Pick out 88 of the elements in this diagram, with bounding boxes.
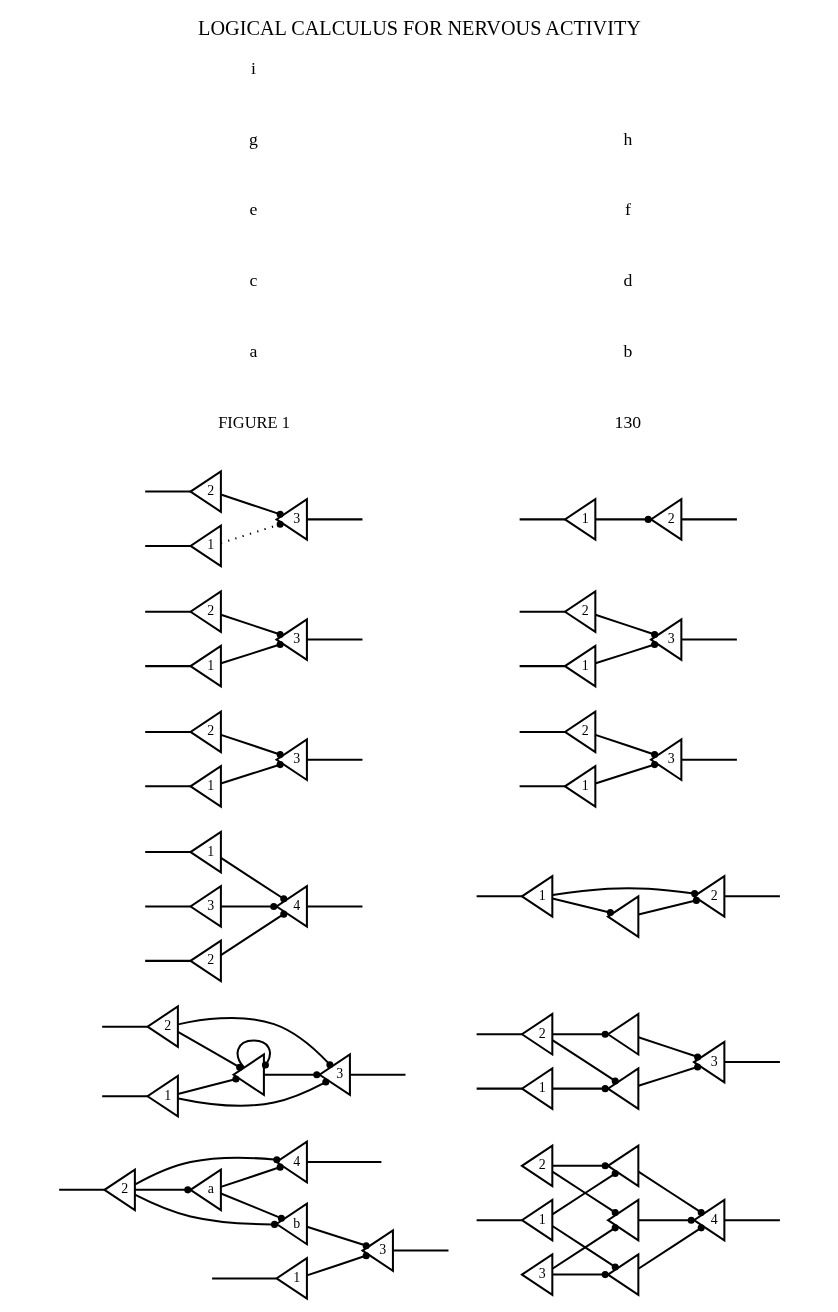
- connector: [724, 895, 780, 898]
- connector: [134, 1156, 280, 1186]
- connector: [594, 761, 658, 785]
- connector: [220, 761, 284, 785]
- connector: [219, 857, 287, 903]
- connector: [220, 1192, 285, 1222]
- connector: [637, 1224, 705, 1270]
- connector: [552, 887, 698, 898]
- connector: [144, 544, 190, 547]
- connector: [133, 1193, 278, 1228]
- connector: [680, 518, 737, 521]
- label: h: [622, 128, 632, 149]
- connector: [476, 1087, 522, 1090]
- connector: [263, 1071, 320, 1079]
- connector: [177, 1078, 329, 1107]
- connector: [519, 730, 565, 733]
- connector: [220, 902, 277, 910]
- label: e: [249, 199, 257, 220]
- connector: [551, 1085, 609, 1093]
- connector: [594, 640, 658, 665]
- connector: [219, 910, 287, 956]
- connector: [306, 1225, 370, 1250]
- connector: [144, 851, 190, 854]
- connector: [220, 520, 284, 545]
- connector: [476, 1033, 522, 1036]
- connector: [551, 1039, 619, 1085]
- node-triangle: [605, 1198, 639, 1243]
- connector: [551, 1030, 609, 1038]
- connector: [594, 613, 658, 638]
- connector: [637, 896, 700, 916]
- connector: [392, 1249, 448, 1252]
- connector: [101, 1025, 147, 1028]
- connector: [306, 1252, 370, 1277]
- diagram-title: LOGICAL CALCULUS FOR NERVOUS ACTIVITY: [197, 16, 641, 39]
- connector: [306, 518, 362, 521]
- connector: [236, 1039, 271, 1069]
- connector: [306, 1161, 381, 1163]
- label: c: [249, 270, 257, 291]
- caption: FIGURE 1: [217, 412, 290, 432]
- label: d: [622, 270, 632, 291]
- connector: [220, 733, 284, 759]
- connector: [551, 1271, 609, 1279]
- connector: [101, 1095, 147, 1098]
- label: g: [248, 128, 258, 149]
- connector: [594, 515, 652, 523]
- connector: [724, 1219, 780, 1222]
- connector: [220, 493, 284, 518]
- connector: [349, 1073, 405, 1076]
- connector: [58, 1188, 104, 1191]
- connector: [306, 758, 362, 761]
- connector: [476, 895, 522, 898]
- connector: [134, 1186, 191, 1194]
- label: f: [624, 199, 631, 220]
- connector: [519, 518, 565, 521]
- connector: [519, 610, 565, 613]
- connector: [637, 1063, 701, 1087]
- connector: [594, 733, 658, 759]
- connector: [306, 905, 362, 908]
- connector: [144, 490, 190, 493]
- connector: [680, 638, 737, 641]
- connector: [177, 1017, 333, 1069]
- connector: [220, 640, 284, 665]
- connector: [144, 665, 190, 668]
- connector: [724, 1061, 780, 1064]
- connector: [144, 959, 190, 962]
- connector: [637, 1170, 705, 1217]
- connector: [220, 613, 284, 638]
- connector: [144, 610, 190, 613]
- connector: [306, 638, 362, 641]
- connector: [220, 1163, 284, 1188]
- connector: [176, 1030, 243, 1071]
- label: 130: [614, 411, 641, 432]
- connector: [637, 1036, 701, 1061]
- label: i: [250, 57, 256, 78]
- connector: [519, 785, 565, 788]
- connector: [519, 665, 565, 668]
- connector: [551, 1162, 609, 1170]
- connector: [637, 1216, 695, 1224]
- label: a: [249, 341, 257, 362]
- connector: [144, 905, 190, 908]
- connector: [144, 785, 190, 788]
- connector: [551, 897, 614, 917]
- connector: [211, 1277, 276, 1280]
- connector: [144, 730, 190, 733]
- connector: [476, 1219, 522, 1222]
- connector: [680, 758, 737, 761]
- connector: [177, 1075, 239, 1095]
- label: b: [622, 341, 632, 362]
